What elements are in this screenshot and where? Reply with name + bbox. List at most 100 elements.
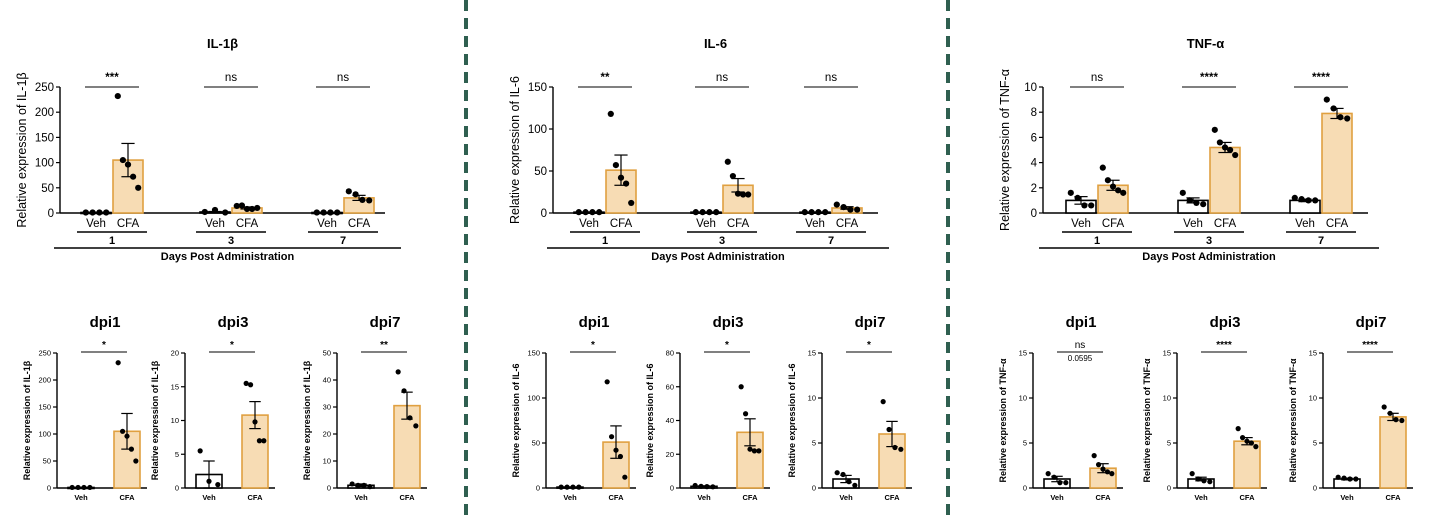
y-axis-label: Relative expression of IL-1β [302, 360, 312, 480]
bottom-data-point [608, 434, 615, 440]
top-data-point [334, 209, 341, 216]
top-data-point [734, 190, 742, 197]
bottom-data-point [898, 446, 904, 452]
bottom-data-point [1335, 474, 1341, 480]
bottom-data-point [1100, 466, 1106, 472]
bottom-y-tick-label: 250 [38, 349, 51, 358]
top-data-point [706, 209, 713, 216]
bottom-y-tick-label: 60 [666, 382, 674, 391]
bottom-data-point [692, 482, 698, 489]
y-axis-label: Relative expression of TNF-α [1288, 358, 1298, 483]
top-data-point [692, 209, 699, 216]
bottom-data-point [1095, 462, 1102, 468]
group-label: 7 [828, 235, 834, 247]
x-tick-label: CFA [120, 493, 136, 502]
top-data-point [589, 209, 596, 216]
x-tick-label: CFA [609, 493, 625, 502]
bottom-data-point [886, 426, 892, 433]
top-data-point [1104, 177, 1111, 184]
bottom-bar-veh [67, 486, 95, 490]
bottom-data-point [1387, 410, 1393, 416]
bottom-y-tick-label: 15 [1019, 349, 1027, 358]
bottom-data-point [840, 471, 846, 478]
top-data-point [254, 204, 261, 212]
bottom-data-point [81, 484, 87, 491]
x-tick-label: CFA [885, 493, 901, 502]
top-data-point [82, 209, 89, 216]
x-tick-label: CFA [1240, 493, 1256, 502]
top-data-point [1298, 196, 1305, 203]
x-tick-label: Veh [563, 493, 577, 502]
top-data-point [366, 197, 373, 204]
bottom-data-point [1248, 440, 1255, 446]
bottom-bar-veh [556, 486, 584, 489]
bottom-data-point [756, 448, 762, 454]
bottom-y-tick-label: 50 [43, 457, 51, 466]
bottom-data-point [367, 484, 373, 490]
bottom-data-point [1207, 479, 1213, 485]
group-label: 3 [1206, 235, 1212, 247]
bottom-data-point [570, 484, 576, 490]
significance-label: ns [1091, 72, 1103, 84]
bottom-y-tick-label: 0 [175, 484, 179, 493]
bottom-bar-cfa [1379, 416, 1407, 489]
bottom-data-point [698, 483, 704, 489]
bottom-data-point [564, 484, 570, 490]
x-tick-label: CFA [1102, 218, 1125, 230]
top-data-point [713, 209, 720, 216]
bottom-y-tick-label: 40 [323, 376, 331, 385]
bottom-data-point [613, 447, 619, 453]
top-data-point [623, 180, 630, 187]
x-tick-label: CFA [727, 218, 750, 230]
chart-title: TNF-α [1187, 36, 1225, 51]
x-tick-label: CFA [836, 218, 859, 230]
bottom-y-tick-label: 5 [812, 439, 816, 448]
chart-title: IL-1β [207, 36, 238, 51]
x-tick-label: CFA [1386, 493, 1402, 502]
chart-title: dpi3 [1210, 314, 1241, 331]
bottom-data-point [395, 369, 401, 375]
bottom-y-tick-label: 5 [1167, 439, 1171, 448]
top-y-tick-label: 200 [35, 107, 54, 119]
significance-label: * [230, 340, 234, 351]
bottom-y-tick-label: 40 [666, 416, 674, 425]
top-y-tick-label: 50 [534, 166, 547, 178]
top-data-point [833, 201, 840, 208]
chart-title: dpi3 [218, 314, 249, 331]
bottom-data-point [128, 446, 135, 452]
bottom-y-tick-label: 0 [812, 484, 816, 493]
top-data-point [114, 92, 121, 100]
top-data-point [1081, 202, 1088, 209]
top-data-point [1323, 96, 1330, 103]
x-tick-label: Veh [697, 493, 711, 502]
top-bar-veh [573, 211, 605, 214]
bottom-data-point [576, 484, 582, 490]
top-data-point [1291, 194, 1298, 201]
bottom-data-point [407, 415, 413, 421]
bottom-y-tick-label: 15 [1309, 349, 1317, 358]
top-data-point [1099, 164, 1106, 171]
x-tick-label: CFA [1326, 218, 1349, 230]
bottom-y-tick-label: 10 [323, 457, 331, 466]
top-data-point [1193, 199, 1200, 207]
significance-label: ns [225, 72, 237, 84]
bottom-data-point [1045, 471, 1051, 477]
significance-label: ** [601, 72, 610, 84]
bottom-y-tick-label: 0 [1313, 484, 1317, 493]
bottom-y-tick-label: 0 [536, 484, 540, 493]
x-tick-label: Veh [805, 218, 825, 230]
top-y-tick-label: 0 [48, 208, 54, 220]
y-axis-label: Relative expression of TNF-α [1142, 358, 1152, 483]
bottom-y-tick-label: 5 [1313, 439, 1317, 448]
x-tick-label: Veh [1295, 218, 1315, 230]
x-tick-label: Veh [696, 218, 716, 230]
bottom-data-point [124, 433, 130, 439]
bottom-y-tick-label: 0 [670, 484, 674, 493]
bottom-data-point [355, 482, 361, 488]
x-tick-label: Veh [74, 493, 88, 502]
